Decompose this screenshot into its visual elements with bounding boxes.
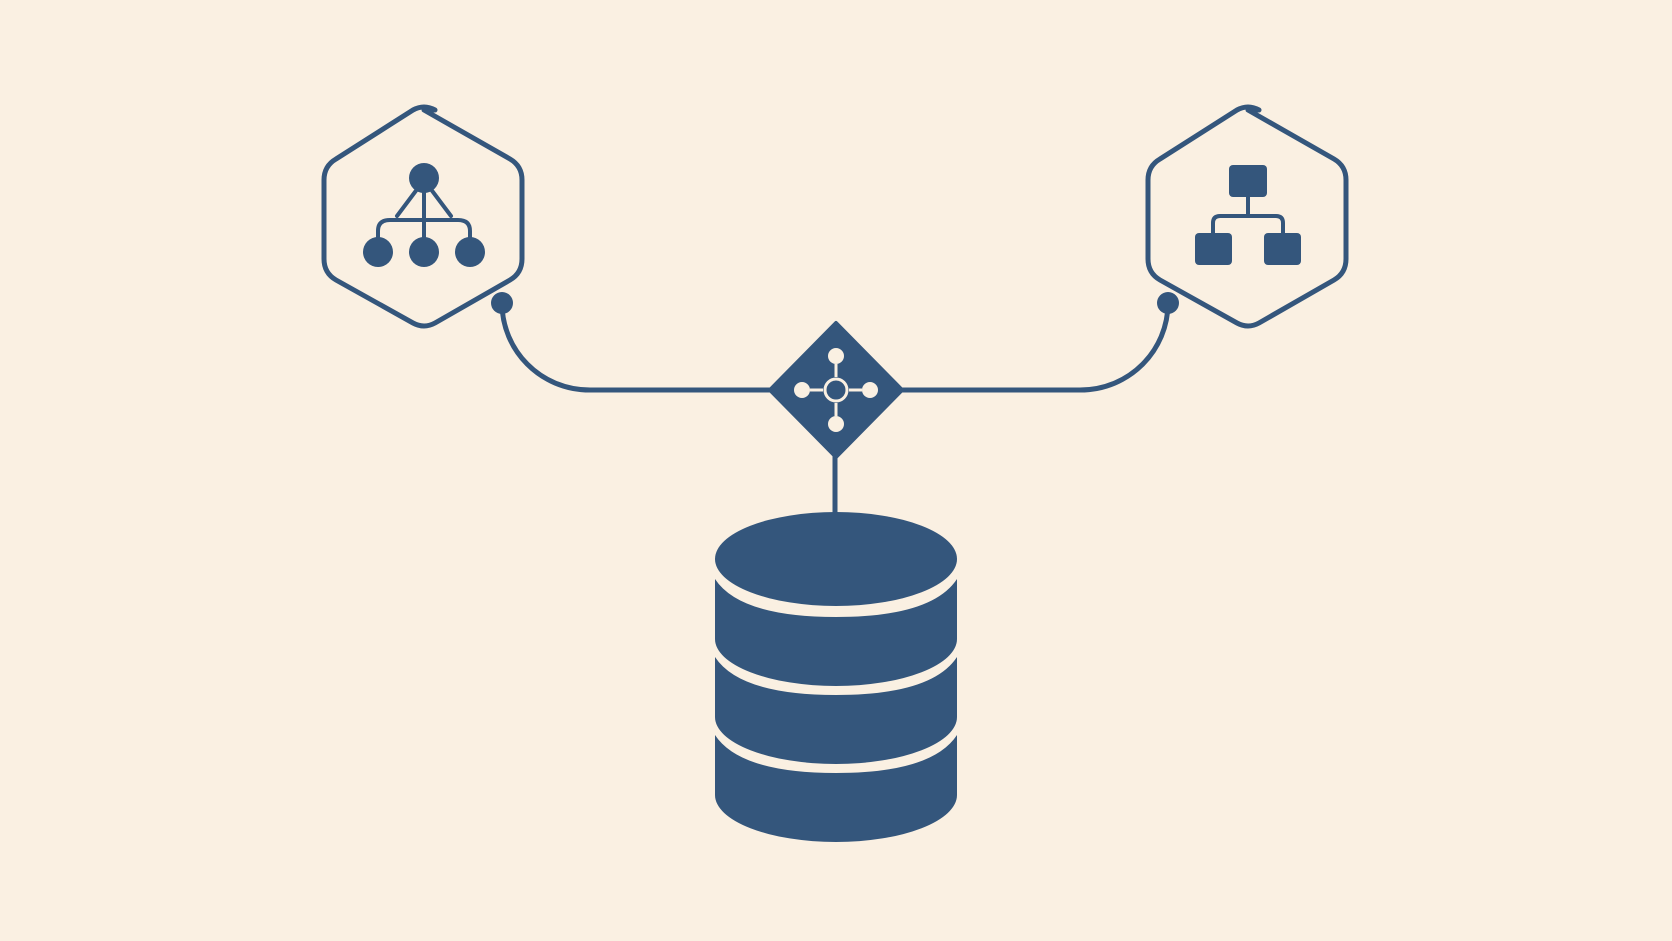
org-chart-icon [1195, 165, 1301, 265]
database-layer-1 [715, 579, 957, 686]
network-hub-icon [768, 321, 904, 459]
database-layer-3 [715, 735, 957, 842]
left-hexagon-frame [321, 104, 525, 329]
database-layer-2 [715, 657, 957, 764]
hierarchy-tree-icon [363, 163, 485, 267]
connector-dot-right [1157, 292, 1179, 314]
connector-right [895, 300, 1171, 393]
database-icon [715, 512, 957, 842]
right-hexagon-frame [1145, 104, 1349, 329]
connector-left [499, 300, 775, 393]
connector-dot-left [491, 292, 513, 314]
database-top-disk [715, 512, 957, 606]
